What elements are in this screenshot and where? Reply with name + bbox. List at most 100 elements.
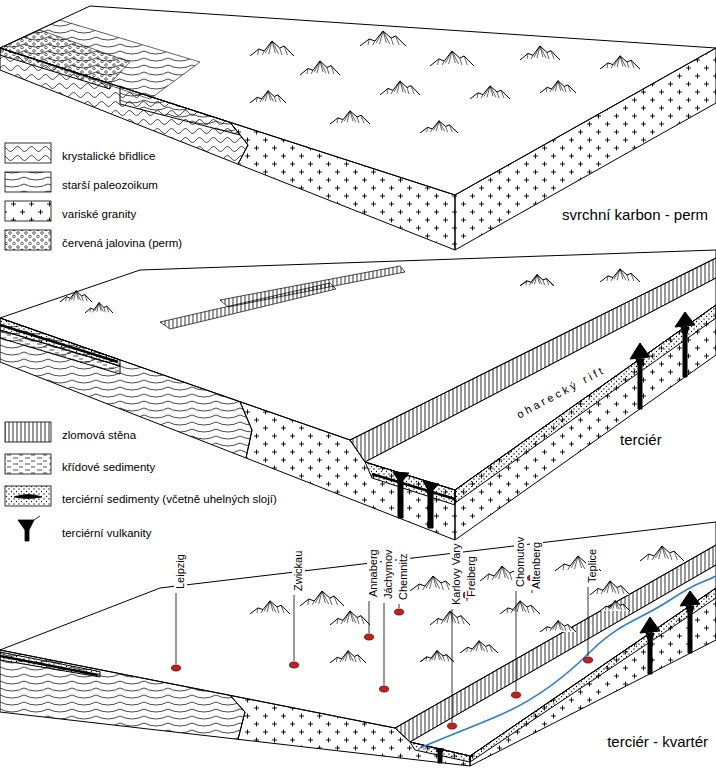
paleozoic-section [0,650,245,739]
mountains-upper [330,111,370,124]
mountains-lower [330,651,366,663]
period-label: svrchní karbon - perm [562,206,708,224]
granite-section [240,402,455,540]
town-label: Jáchymov [382,548,395,600]
period-label: terciér [620,431,662,449]
town-label: Teplice [586,548,599,584]
volcanic-dike [423,481,439,528]
mountains-lower [250,546,684,663]
town-dot [448,723,457,729]
mountains-upper [600,56,640,69]
volcanic-dike [686,606,694,653]
mountains-upper [360,31,406,46]
legend-label: terciérní sedimenty (včetně uhelných slo… [62,492,277,506]
swatch-paleozoic [5,172,51,192]
town-label: Altenberg [530,541,543,590]
town-label: Freiberg [465,555,478,598]
volcano-cone [675,312,695,327]
legend-label: krystalické břidlice [62,149,155,163]
paleozoic-section [120,87,240,135]
legend-item: křídové sedimenty [62,457,155,475]
coal-seam [0,325,118,362]
block-upper [0,6,716,250]
slate-section [0,48,248,164]
period-label-holder: terciér [620,431,662,449]
town-dot [584,657,593,663]
mountains-upper [250,41,294,56]
town-label: Zwickau [292,550,305,592]
mountains-middle [60,269,640,313]
granite-section [230,695,470,766]
leader-line [399,604,400,608]
legend-item: terciérní sedimenty (včetně uhelných slo… [62,489,277,507]
mountains-upper [470,86,510,99]
town-label-holder: Freiberg [461,555,479,598]
legend-item: variské granity [62,204,136,222]
mountains-lower [300,591,344,606]
town-leaders [176,582,588,722]
coal-seam [0,656,98,675]
legend-item: červená jalovina (perm) [62,233,182,251]
block-lower [0,522,716,766]
legend-label: terciérní vulkanity [62,526,151,540]
swatch-slate [5,143,51,163]
volcanic-dike [393,472,409,518]
granite-side [470,588,716,766]
swatch-cretaceous [5,454,51,474]
volcanics-middle [393,312,695,528]
town-label-holder: Chomutov [510,536,528,588]
town-label-holder: Chemnitz [393,553,411,601]
swatch-fault-scarp [5,422,51,442]
volcanic-dike [435,748,444,763]
legend-label: zlomová stěna [62,428,136,442]
swatch-tertiary [5,486,51,506]
leader-line [369,601,370,633]
town-label-holder: Zwickau [288,550,306,592]
granite-side [455,48,716,250]
town-label-holder: Leipzig [170,553,188,590]
town-label: Chemnitz [397,553,410,601]
volcanic-dike [636,359,644,409]
legend-swatches [5,143,51,541]
leader-line [384,603,385,685]
swatch-red-beds [5,230,51,250]
rift-label-holder: oharecký rift [511,359,609,422]
town-label-holder: Annaberg [363,548,381,598]
mountains-upper [250,91,286,103]
granite-section [230,122,455,250]
mountains-lower [330,611,370,625]
mountains-middle [60,291,92,302]
town-label: Karlovy Vary [450,542,463,606]
rift-label: oharecký rift [513,362,608,421]
mountains-upper [380,81,420,95]
period-label-holder: svrchní karbon - perm [562,206,708,224]
volcano-cone [640,617,660,633]
rift-sediments-side [455,305,716,503]
mountains-upper [250,31,640,133]
town-label: Annaberg [367,548,380,598]
leader-line [588,587,589,656]
legend-label: starší paleozoikum [62,178,158,192]
rift-sediments [365,462,455,505]
mountains-lower [600,601,630,611]
mountains-lower [460,641,498,653]
town-label-holder: Karlovy Vary [446,542,464,606]
swatch-coal [14,495,42,499]
mountains-lower [420,651,454,662]
granite-side [455,305,716,540]
volcanic-dike [681,327,689,377]
town-dot [290,662,299,668]
town-dot [172,665,181,671]
paleozoic-section [0,318,252,458]
mountains-lower [500,601,540,614]
legend-label: variské granity [62,207,136,221]
town-dot [395,609,404,615]
legend-item: starší paleozoikum [62,175,158,193]
legend-item: krystalické břidlice [62,146,155,164]
tertiary-section [0,652,100,677]
volcano-cone [680,591,700,606]
rift-sediments-side [470,588,716,762]
town-dot [512,692,521,698]
